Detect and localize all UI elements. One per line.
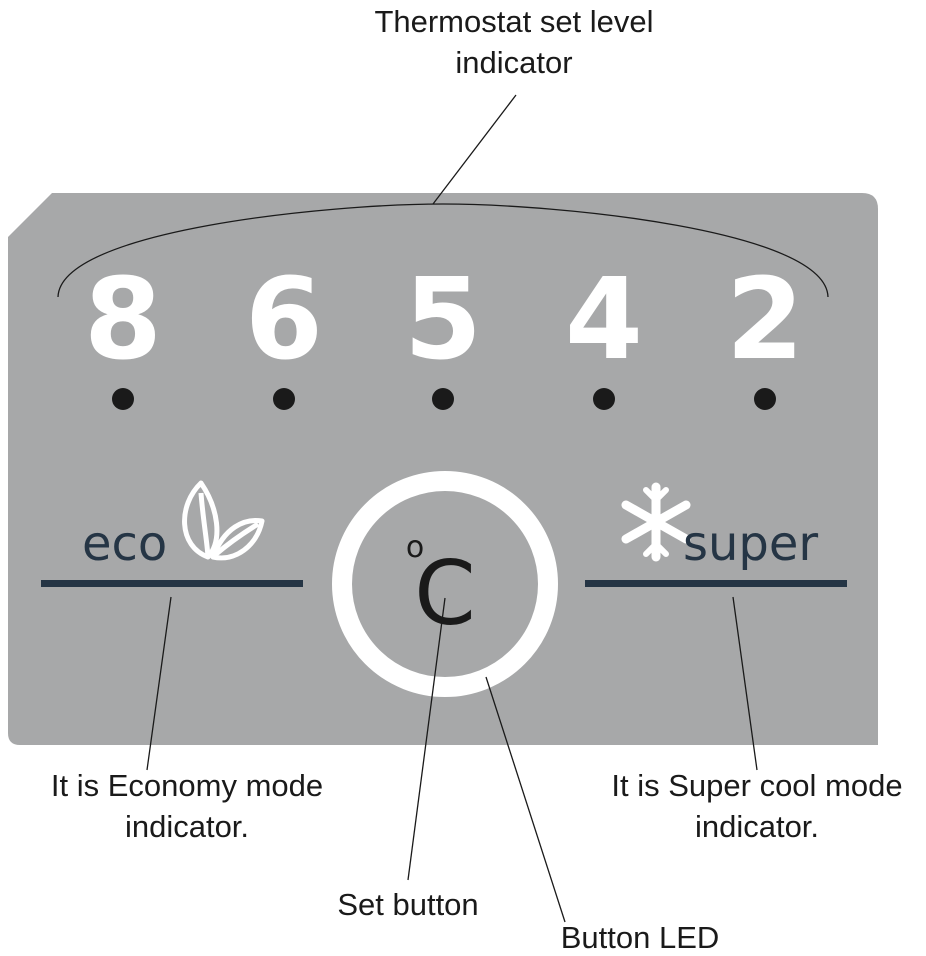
degree-symbol: o	[406, 530, 424, 565]
level-digit-2: 2	[726, 255, 804, 385]
thermostat-callout-line1: Thermostat set level	[374, 4, 653, 39]
eco-indicator-bar	[41, 580, 303, 587]
leaf-icon	[182, 480, 265, 561]
button-led-callout: Button LED	[561, 920, 720, 955]
level-digit-6: 6	[245, 255, 323, 385]
button-led-ring	[332, 471, 558, 697]
eco-leader-line	[146, 596, 172, 771]
level-dot-2	[754, 388, 776, 410]
super-callout-line2: indicator.	[695, 809, 819, 844]
eco-callout-line2: indicator.	[125, 809, 249, 844]
set-button-leader-line	[407, 597, 446, 881]
super-indicator-bar	[585, 580, 847, 587]
level-dot-5	[432, 388, 454, 410]
super-callout-line1: It is Super cool mode	[611, 768, 902, 803]
eco-label: eco	[82, 516, 167, 572]
thermostat-leader-line	[432, 94, 517, 205]
level-dot-6	[273, 388, 295, 410]
set-button-callout: Set button	[337, 887, 478, 922]
set-button[interactable]: o C	[353, 492, 537, 676]
snowflake-icon-tips	[643, 487, 669, 557]
level-digit-8: 8	[84, 255, 162, 385]
super-leader-line	[732, 596, 758, 771]
super-label: super	[683, 516, 818, 572]
level-dot-4	[593, 388, 615, 410]
level-digit-4: 4	[565, 255, 643, 385]
celsius-unit: C	[414, 542, 475, 645]
set-button-face[interactable]	[353, 492, 537, 676]
eco-callout-line1: It is Economy mode	[51, 768, 323, 803]
control-panel	[8, 193, 878, 745]
thermostat-arc	[57, 203, 829, 298]
thermostat-callout-line2: indicator	[455, 45, 572, 80]
level-dot-8	[112, 388, 134, 410]
level-digit-5: 5	[404, 255, 482, 385]
button-led-leader-line	[485, 676, 566, 923]
